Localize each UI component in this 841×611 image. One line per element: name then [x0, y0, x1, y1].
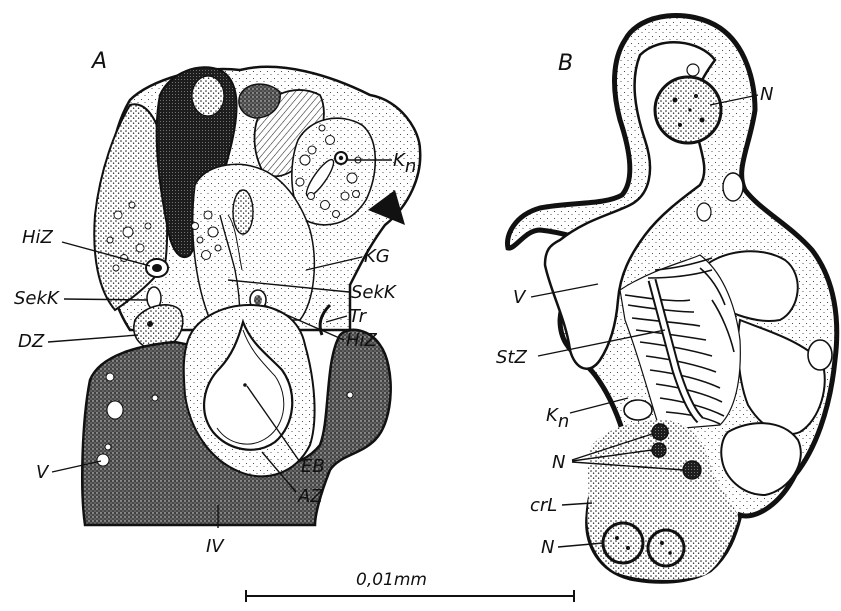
label-v-a: V — [36, 462, 50, 483]
label-crl: crL — [530, 495, 557, 516]
label-v-b: V — [513, 287, 527, 308]
panel-b-nucleus-bottom-2 — [648, 530, 684, 566]
label-sekk-right: SekK — [351, 282, 397, 303]
panel-b-nucleus-top — [655, 77, 721, 143]
label-tr: Tr — [349, 306, 368, 327]
scale-bar-label: 0,01mm — [356, 570, 427, 590]
label-sekk-left: SekK — [14, 288, 60, 309]
panel-a-letter: A — [90, 49, 107, 74]
label-stz: StZ — [496, 347, 527, 368]
panel-b-letter: B — [558, 51, 573, 76]
label-hiz-right: HiZ — [346, 330, 378, 351]
label-iv: IV — [206, 536, 225, 557]
label-n-bottom: N — [541, 537, 554, 558]
label-n-top: N — [760, 84, 773, 105]
label-eb: EB — [301, 456, 325, 477]
label-kg: KG — [364, 246, 390, 267]
label-dz: DZ — [18, 331, 45, 352]
label-hiz-left: HiZ — [22, 227, 54, 248]
label-n-middle: N — [552, 452, 565, 473]
panel-b-nucleus-bottom-1 — [603, 523, 643, 563]
scale-bar: 0,01mm — [246, 570, 574, 602]
label-az: AZ — [297, 486, 323, 507]
label-kn-b: Kn — [546, 405, 569, 432]
